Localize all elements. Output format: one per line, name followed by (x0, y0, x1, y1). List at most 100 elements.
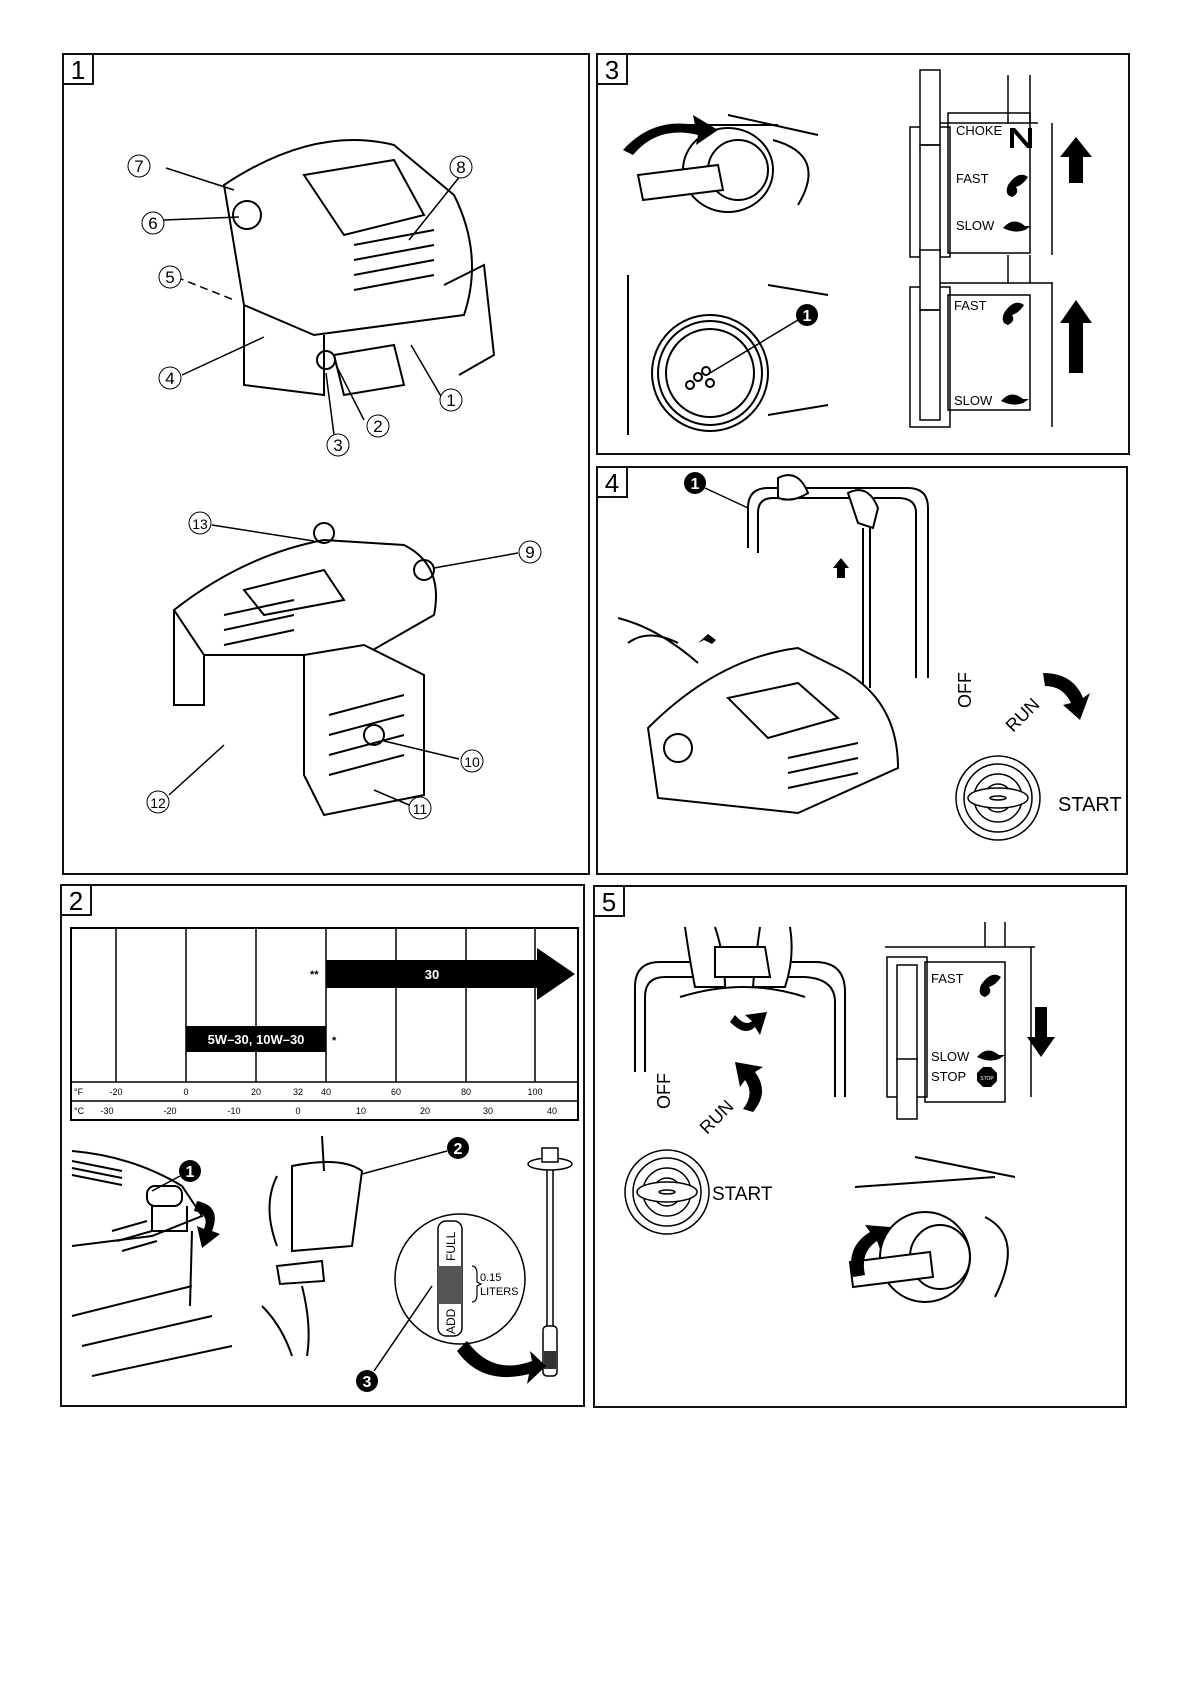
f-tick: 20 (251, 1087, 261, 1097)
callout-1: 1 (446, 391, 455, 410)
start-illustration: 1 OFF RUN START (598, 468, 1130, 877)
engine-rear-view (174, 523, 436, 815)
panel-1-engine-parts: 1 1 2 3 4 5 6 (62, 53, 590, 875)
callout-3: 3 (333, 436, 342, 455)
engine-illustrations: 1 2 3 4 5 6 7 8 9 (64, 55, 592, 877)
callout-7: 7 (134, 157, 143, 176)
panel-4-start-engine: 4 1 OFF RUN START (596, 466, 1128, 875)
fahrenheit-ticks: -20 0 20 32 40 60 80 100 (109, 1087, 542, 1097)
up-arrow-icon (1060, 137, 1092, 183)
callout-12: 12 (150, 795, 166, 811)
push-down-arrow-icon (730, 1012, 767, 1035)
callout-1: 1 (691, 476, 700, 493)
stop-sign-text: STOP (980, 1076, 994, 1082)
c-tick: 30 (483, 1106, 493, 1116)
choke-illustration: 1 CHOKE FAST SLOW FA (598, 55, 1132, 457)
switch-label-run: RUN (1002, 694, 1044, 736)
choke-icon (1010, 128, 1032, 148)
footnote-star: * (332, 1035, 337, 1047)
callout-10: 10 (464, 754, 480, 770)
up-arrow-icon (1060, 300, 1092, 373)
up-arrow-icon (833, 558, 849, 578)
label-fast: FAST (956, 171, 989, 186)
celsius-unit: °C (74, 1106, 85, 1116)
callout-2: 2 (454, 1141, 463, 1158)
label-fast: FAST (931, 971, 964, 986)
oil-grade-30-bar (326, 948, 575, 1000)
c-tick: 20 (420, 1106, 430, 1116)
callout-3: 3 (363, 1374, 372, 1391)
oil-range-hatch (438, 1266, 462, 1304)
dipstick (528, 1148, 572, 1376)
stop-illustration: FAST SLOW STOP STOP OFF RUN START (595, 887, 1129, 1410)
callout-13: 13 (192, 516, 208, 532)
callout-arrow (362, 1151, 447, 1174)
chart-dividers (71, 928, 578, 1101)
callout-1: 1 (803, 308, 812, 325)
c-tick: -10 (227, 1106, 240, 1116)
oil-fill-cap (72, 1151, 232, 1376)
oil-amount: 0.15 (480, 1272, 501, 1284)
panel-5-stop-engine: 5 FAST SLOW STOP STOP (593, 885, 1127, 1408)
fahrenheit-unit: °F (74, 1087, 84, 1097)
turtle-icon (1003, 221, 1031, 231)
counterclockwise-arrow-icon (735, 1062, 763, 1112)
rabbit-icon (1007, 175, 1028, 197)
oil-grade-5w30-label: 5W–30, 10W–30 (208, 1032, 305, 1047)
insert-arrow-icon (457, 1341, 546, 1384)
f-tick: 80 (461, 1087, 471, 1097)
switch-label-start: START (712, 1184, 773, 1205)
ignition-switch (956, 756, 1040, 840)
oil-unit: LITERS (480, 1286, 519, 1298)
oil-viscosity-chart: 30 ** 5W–30, 10W–30 * °F °C -20 0 20 32 … (62, 886, 587, 1409)
callout-4: 4 (165, 369, 174, 388)
turtle-icon (1001, 394, 1029, 404)
oil-grade-30-label: 30 (425, 967, 439, 982)
panel-2-oil-check: 2 30 ** 5W–30, 10W–30 * °F °C -20 0 20 3… (60, 884, 585, 1407)
f-tick: 100 (527, 1087, 542, 1097)
label-slow: SLOW (956, 218, 995, 233)
f-tick: 40 (321, 1087, 331, 1097)
callout-1: 1 (186, 1164, 195, 1181)
rabbit-icon (1003, 303, 1024, 325)
c-tick: 40 (547, 1106, 557, 1116)
c-tick: -30 (100, 1106, 113, 1116)
label-slow: SLOW (931, 1049, 970, 1064)
celsius-ticks: -30 -20 -10 0 10 20 30 40 (100, 1106, 557, 1116)
switch-label-off: OFF (654, 1073, 674, 1109)
footnote-double-star: ** (310, 969, 319, 981)
switch-label-run: RUN (696, 1096, 738, 1138)
c-tick: 0 (295, 1106, 300, 1116)
c-tick: -20 (163, 1106, 176, 1116)
callout-8: 8 (456, 158, 465, 177)
callout-9: 9 (525, 543, 534, 562)
switch-label-start: START (1058, 794, 1122, 816)
label-stop: STOP (931, 1069, 966, 1084)
f-tick: -20 (109, 1087, 122, 1097)
rabbit-icon (980, 975, 1001, 997)
label-fast: FAST (954, 298, 987, 313)
panel-3-choke-throttle: 3 1 CHOKE (596, 53, 1130, 455)
dipstick-hatch (544, 1351, 556, 1369)
engine-top (618, 618, 898, 813)
unscrew-arrow-icon (194, 1201, 220, 1248)
c-tick: 10 (356, 1106, 366, 1116)
callout-6: 6 (148, 214, 157, 233)
switch-label-off: OFF (955, 672, 975, 708)
clockwise-arrow-icon (1043, 673, 1090, 720)
engine-front-view (224, 140, 494, 395)
f-tick: 0 (183, 1087, 188, 1097)
turtle-icon (977, 1050, 1005, 1060)
dipstick-add: ADD (444, 1308, 458, 1334)
wipe-dipstick-hand (262, 1136, 362, 1356)
callout-arrow (705, 488, 748, 508)
label-slow: SLOW (954, 393, 993, 408)
label-choke: CHOKE (956, 123, 1003, 138)
f-tick: 32 (293, 1087, 303, 1097)
callout-5: 5 (165, 268, 174, 287)
dipstick-full: FULL (444, 1231, 458, 1261)
f-tick: 60 (391, 1087, 401, 1097)
callout-2: 2 (373, 417, 382, 436)
ignition-switch (625, 1150, 709, 1234)
pull-arrow-icon (698, 634, 716, 644)
